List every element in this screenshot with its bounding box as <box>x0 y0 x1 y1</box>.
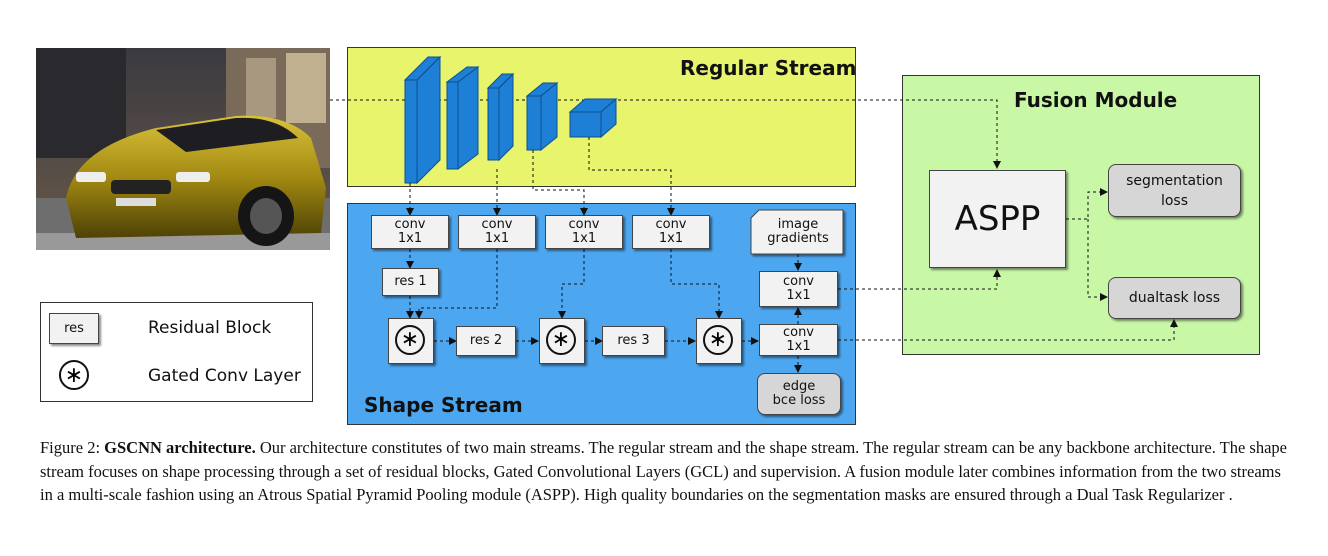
image-gradients-shape <box>750 209 844 255</box>
legend-residual-block-text: Residual Block <box>148 318 272 338</box>
legend-res-label: res <box>64 320 84 336</box>
conv-1-line2: 1x1 <box>397 231 423 246</box>
seg-loss-line1: segmentation <box>1126 172 1223 189</box>
conv-1x1-box-4: conv 1x1 <box>632 215 710 249</box>
shape-stream-title: Shape Stream <box>364 393 523 417</box>
backbone-block-1 <box>403 55 442 185</box>
conv-3-line1: conv <box>568 217 600 232</box>
conv-1-line1: conv <box>394 217 426 232</box>
caption-bold: GSCNN architecture. <box>104 438 256 457</box>
gcl-3-symbol: ∗ <box>703 325 733 355</box>
backbone-block-5 <box>568 97 618 139</box>
regular-stream-title: Regular Stream <box>680 56 857 80</box>
connections-layer <box>106 55 1178 382</box>
conv-1x1-box-3: conv 1x1 <box>545 215 623 249</box>
conv-right-top-line1: conv <box>782 274 815 289</box>
res-3-label: res 3 <box>617 333 650 348</box>
gcl-2-symbol: ∗ <box>546 325 576 355</box>
image-gradients-line2: gradients <box>767 231 829 246</box>
res-2-label: res 2 <box>469 333 503 348</box>
segmentation-loss-box: segmentation loss <box>1108 164 1241 217</box>
legend-gcl-symbol: ∗ <box>59 360 89 390</box>
backbone-block-4 <box>525 81 559 152</box>
edge-loss-line1: edge <box>782 379 816 394</box>
legend-gcl-glyph: ∗ <box>64 362 84 388</box>
backbone-block-3 <box>486 72 515 162</box>
conv-right-top-line2: 1x1 <box>786 288 811 303</box>
conv-right-bottom-line1: conv <box>782 325 815 340</box>
seg-loss-line2: loss <box>1160 192 1189 209</box>
caption-prefix: Figure 2: <box>40 438 105 457</box>
edge-bce-loss-box: edge bce loss <box>757 373 841 415</box>
fusion-module-title: Fusion Module <box>1014 88 1178 112</box>
edge-loss-line2: bce loss <box>772 393 826 408</box>
conv-2-line2: 1x1 <box>484 231 510 246</box>
backbone-block-2 <box>445 66 480 170</box>
conv-4-line2: 1x1 <box>658 231 684 246</box>
res-2-box: res 2 <box>456 326 516 356</box>
dualtask-loss-label: dualtask loss <box>1128 290 1221 306</box>
conv-4-line1: conv <box>655 217 687 232</box>
conv-2-line1: conv <box>481 217 513 232</box>
input-car-image <box>36 48 330 250</box>
image-gradients-label: image gradients <box>755 214 841 250</box>
gcl-1-symbol: ∗ <box>395 325 425 355</box>
conv-1x1-box-2: conv 1x1 <box>458 215 536 249</box>
gated-conv-layer-3: ∗ <box>696 318 742 364</box>
conv-right-top: conv 1x1 <box>759 271 838 307</box>
figure-caption: Figure 2: GSCNN architecture. Our archit… <box>40 436 1290 507</box>
conv-1x1-box-1: conv 1x1 <box>371 215 449 249</box>
legend-gated-conv-text: Gated Conv Layer <box>148 366 301 386</box>
caption-text: Our architecture constitutes of two main… <box>40 438 1288 504</box>
aspp-label: ASPP <box>954 199 1041 239</box>
conv-3-line2: 1x1 <box>571 231 597 246</box>
gated-conv-layer-1: ∗ <box>388 318 434 364</box>
aspp-box: ASPP <box>929 170 1066 268</box>
res-3-box: res 3 <box>602 326 665 356</box>
image-gradients-line1: image <box>777 217 819 232</box>
dualtask-loss-box: dualtask loss <box>1108 277 1241 319</box>
gated-conv-layer-2: ∗ <box>539 318 585 364</box>
conv-right-bottom: conv 1x1 <box>759 324 838 356</box>
res-1-label: res 1 <box>394 274 427 289</box>
res-1-box: res 1 <box>382 268 439 296</box>
legend-res-box: res <box>49 313 99 344</box>
conv-right-bottom-line2: 1x1 <box>786 339 811 354</box>
